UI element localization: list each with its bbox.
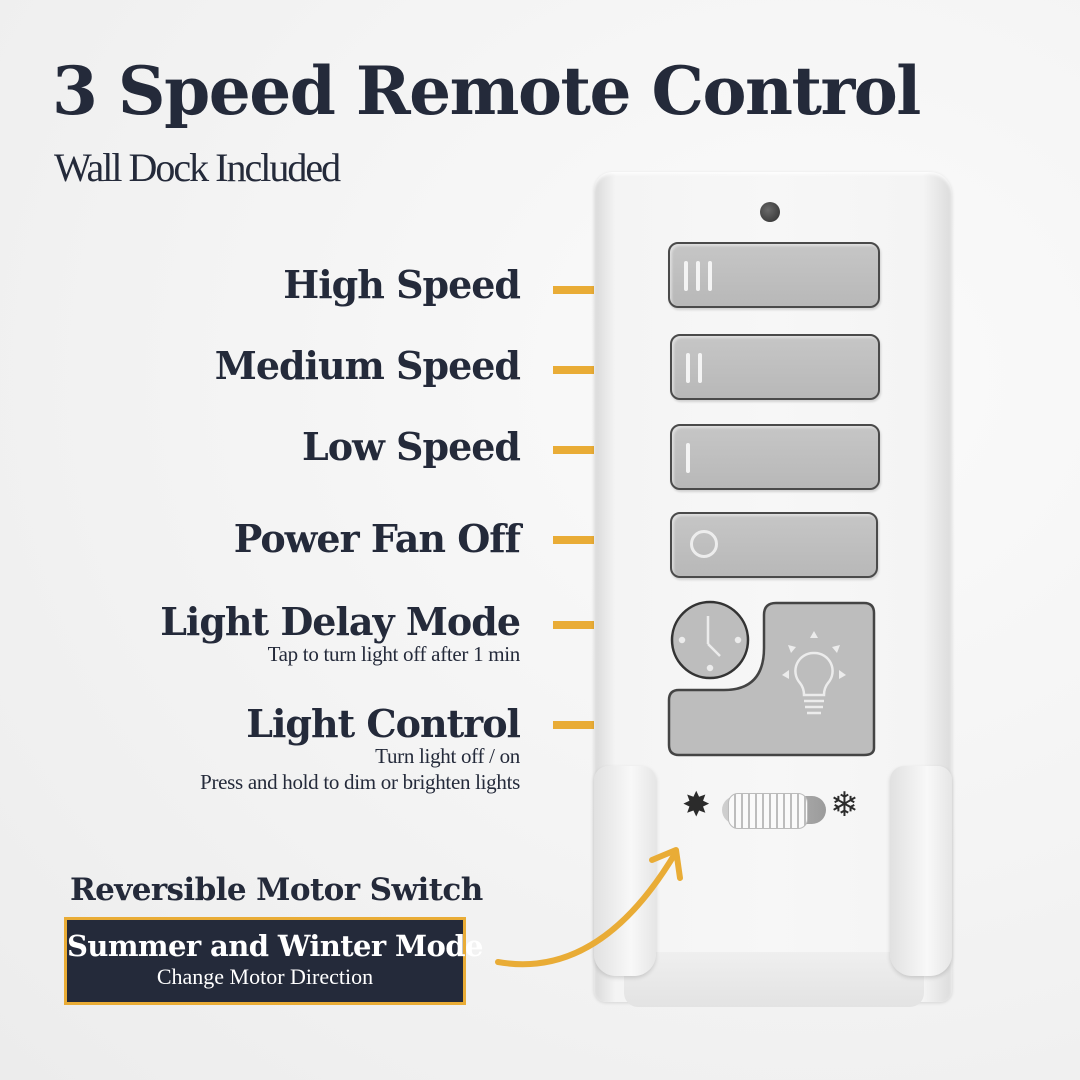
label-light-delay-mode: Light Delay Mode Tap to turn light off a… xyxy=(160,599,521,667)
label-title: Power Fan Off xyxy=(233,516,521,561)
label-light-control: Light Control Turn light off / on Press … xyxy=(200,701,521,796)
one-bar-icon xyxy=(686,443,690,473)
light-delay-button[interactable] xyxy=(668,598,754,684)
pointer-tick xyxy=(553,286,597,294)
three-bars-icon xyxy=(696,261,700,291)
label-power-fan-off: Power Fan Off xyxy=(233,516,521,561)
pointer-tick xyxy=(553,366,597,374)
label-title: High Speed xyxy=(283,262,521,307)
remote-control xyxy=(594,172,952,1002)
switch-knob[interactable] xyxy=(728,793,808,829)
reversible-title: Reversible Motor Switch xyxy=(70,872,483,908)
medium-speed-button[interactable] xyxy=(670,334,880,400)
two-bars-icon xyxy=(698,353,702,383)
label-description: Turn light off / on xyxy=(375,744,520,768)
led-indicator xyxy=(760,202,780,222)
lightbulb-icon xyxy=(782,631,846,715)
high-speed-button[interactable] xyxy=(668,242,880,308)
label-title: Low Speed xyxy=(302,424,521,469)
three-bars-icon xyxy=(684,261,688,291)
pointer-tick xyxy=(553,721,597,729)
label-title: Medium Speed xyxy=(214,343,521,388)
snowflake-icon: ❄ xyxy=(830,785,859,825)
label-high-speed: High Speed xyxy=(283,262,521,307)
label-title: Light Control xyxy=(246,701,521,746)
label-medium-speed: Medium Speed xyxy=(214,343,521,388)
circle-icon xyxy=(690,530,718,558)
curved-arrow-icon xyxy=(495,847,683,968)
reversible-motor-switch[interactable]: ✸ ❄ xyxy=(682,788,859,829)
pointer-tick xyxy=(553,536,597,544)
label-low-speed: Low Speed xyxy=(302,424,521,469)
pointer-tick xyxy=(553,446,597,454)
pointer-tick xyxy=(553,621,597,629)
clock-icon xyxy=(678,616,742,672)
label-title: Light Delay Mode xyxy=(160,599,521,644)
light-button[interactable] xyxy=(664,598,880,760)
page-subtitle: Wall Dock Included xyxy=(54,145,341,190)
sun-icon: ✸ xyxy=(682,785,711,825)
label-description: Tap to turn light off after 1 min xyxy=(267,642,521,666)
low-speed-button[interactable] xyxy=(670,424,880,490)
summer-winter-callout: Summer and Winter Mode Change Motor Dire… xyxy=(64,917,483,1005)
label-description: Press and hold to dim or brighten lights xyxy=(200,770,520,795)
page-title: 3 Speed Remote Control xyxy=(52,52,921,130)
two-bars-icon xyxy=(686,353,690,383)
callout-title: Summer and Winter Mode xyxy=(67,929,483,963)
three-bars-icon xyxy=(708,261,712,291)
callout-subtitle: Change Motor Direction xyxy=(156,964,374,989)
fan-off-button[interactable] xyxy=(670,512,878,578)
